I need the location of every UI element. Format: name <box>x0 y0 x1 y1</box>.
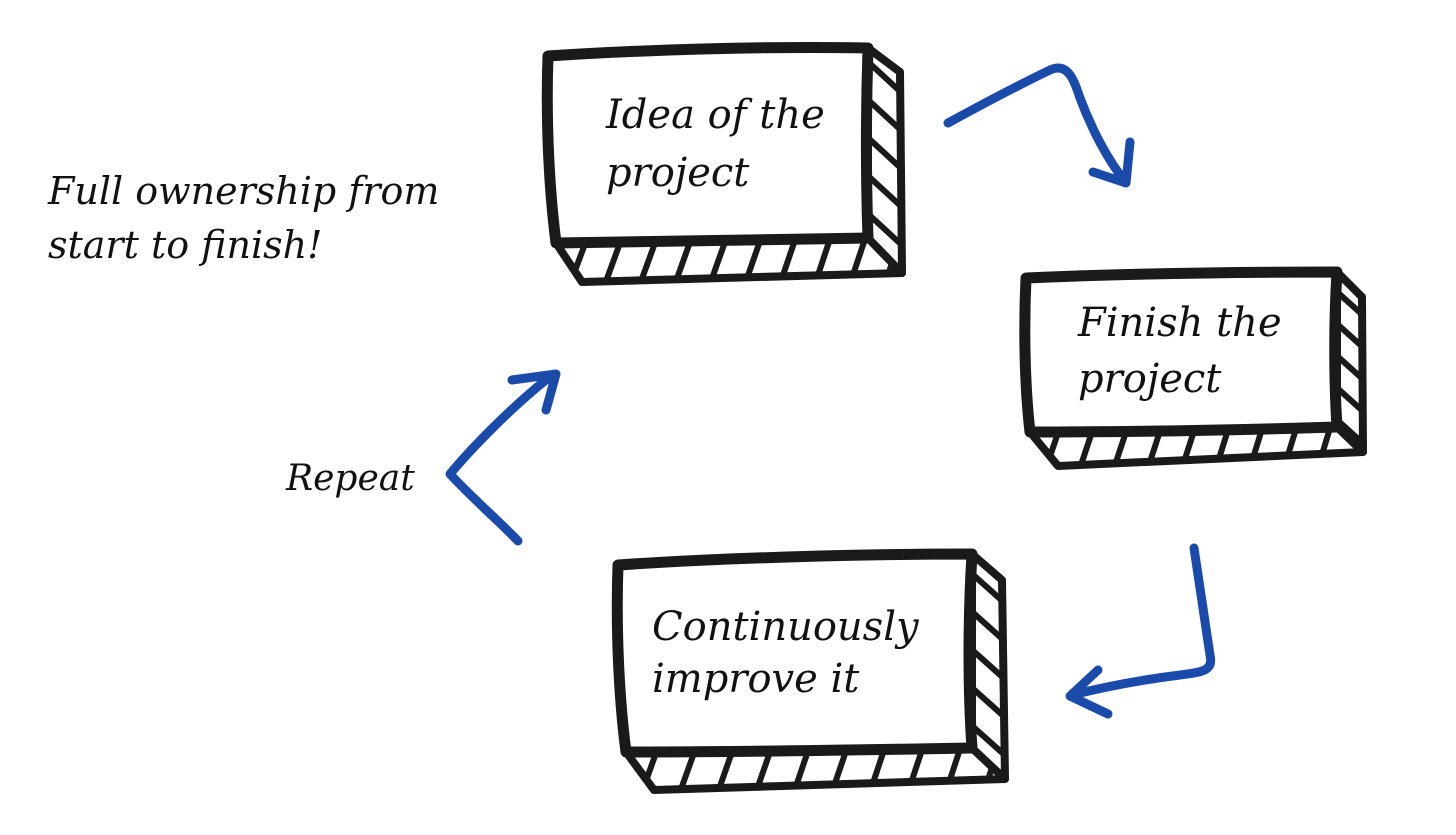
arrow-idea-to-finish-head <box>1088 137 1135 188</box>
flow-arrows <box>445 63 1216 719</box>
step-improve-line1: Continuously <box>652 604 920 650</box>
step-box-finish: Finish the project <box>1019 266 1367 470</box>
box-front-face <box>1019 266 1343 438</box>
step-box-improve: Continuously improve it <box>611 548 1009 794</box>
step-box-idea: Idea of the project <box>541 41 906 286</box>
arrow-finish-to-improve-head <box>1065 665 1113 719</box>
step-idea-line1: Idea of the <box>605 92 825 138</box>
box-front-face <box>541 41 874 249</box>
step-improve-line2: improve it <box>652 656 860 702</box>
arrow-repeat-head <box>507 369 561 415</box>
box-front-face <box>611 548 978 758</box>
arrow-finish-to-improve <box>1067 543 1216 700</box>
step-finish-line2: project <box>1078 356 1222 402</box>
arrow-repeat <box>445 370 557 546</box>
step-idea-line2: project <box>606 150 750 196</box>
ownership-note-line1: Full ownership from <box>47 169 439 213</box>
repeat-label: Repeat <box>285 458 415 499</box>
step-finish-line1: Finish the <box>1077 300 1282 346</box>
arrow-idea-to-finish <box>943 63 1129 185</box>
ownership-note-line2: start to finish! <box>48 223 322 267</box>
